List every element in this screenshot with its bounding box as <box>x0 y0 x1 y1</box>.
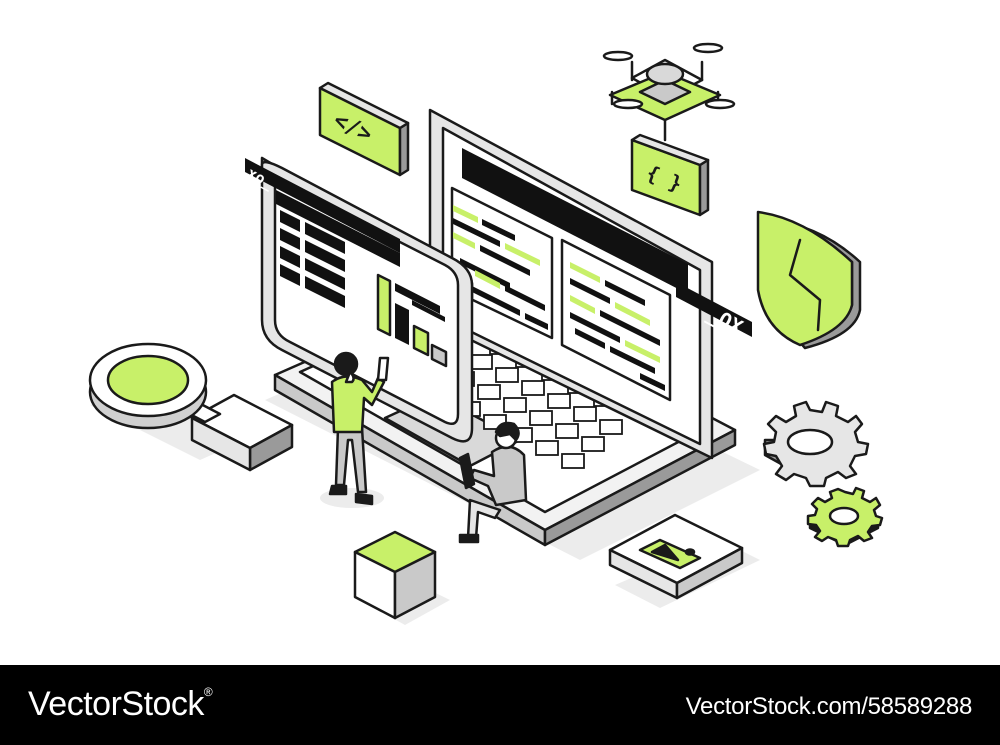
brand-logo: VectorStock® <box>28 685 213 724</box>
small-gear-icon <box>806 486 884 548</box>
magnifier-icon <box>88 342 294 472</box>
floating-window: xo_ <box>244 156 474 443</box>
shield-icon <box>756 210 862 350</box>
image-icon <box>608 513 744 600</box>
curly-braces-badge: { } <box>630 133 710 217</box>
code-lines <box>453 205 665 391</box>
person-sitting <box>458 421 528 544</box>
brand-name: VectorStock <box>28 685 204 723</box>
watermark-footer: VectorStock® VectorStock.com/58589288 <box>0 665 1000 745</box>
brand-registered-mark: ® <box>203 685 213 699</box>
cube-icon <box>353 530 437 620</box>
code-tag-badge: </> <box>318 81 410 177</box>
gear-icon <box>762 400 870 488</box>
stock-id: VectorStock.com/58589288 <box>685 693 973 720</box>
bar-chart-block <box>376 273 448 368</box>
data-table-block <box>280 210 345 308</box>
isometric-illustration: _OX xo_ <box>88 42 884 625</box>
drone-icon <box>602 42 736 142</box>
person-standing <box>328 351 390 506</box>
